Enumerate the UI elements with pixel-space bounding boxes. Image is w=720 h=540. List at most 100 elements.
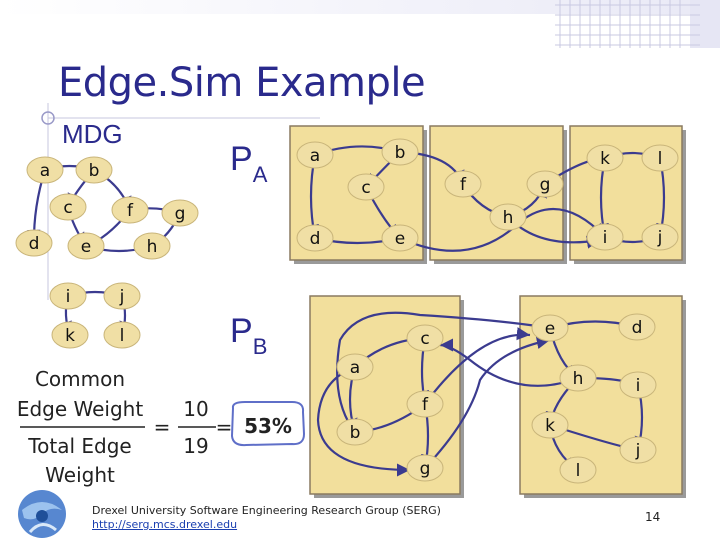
- mdg-node-b: b: [75, 156, 113, 184]
- edge-pb-b-e: [336, 311, 551, 433]
- slide-title: Edge.Sim Example: [58, 60, 426, 106]
- mdg-node-label: d: [29, 234, 40, 254]
- pb-node-label: d: [632, 318, 643, 338]
- mdg-node-label: c: [63, 198, 72, 218]
- mdg-node-label: h: [147, 237, 158, 257]
- pa-node-d: d: [296, 224, 334, 252]
- edge-pb-g-e: [424, 336, 551, 469]
- pb-node-k: k: [531, 411, 569, 439]
- formula-line2b: Weight: [45, 463, 115, 487]
- pb-node-label: b: [350, 423, 361, 443]
- formula: Common Edge Weight Total Edge Weight = 1…: [17, 367, 306, 487]
- pa-letter: P: [230, 140, 253, 178]
- pb-node-label: j: [635, 441, 641, 461]
- formula-result: 53%: [244, 414, 292, 438]
- pb-node-label: c: [420, 329, 429, 349]
- mdg-node-label: b: [89, 161, 100, 181]
- pa-subscript: A: [253, 162, 268, 187]
- pa-node-label: b: [395, 143, 406, 163]
- result-bubble: [230, 401, 306, 447]
- edge-pb-a-g: [316, 365, 411, 477]
- pa-node-e: e: [381, 224, 419, 252]
- pb-node-j: j: [619, 436, 657, 464]
- mdg-node-label: g: [175, 204, 186, 224]
- footer-link-rest[interactable]: //serg.mcs.drexel.edu: [118, 518, 238, 531]
- pb-node-c: c: [406, 324, 444, 352]
- mdg-node-label: e: [81, 237, 91, 257]
- mdg-node-label: i: [66, 287, 71, 307]
- formula-line1a: Common: [35, 367, 125, 391]
- pa-node-i: i: [586, 223, 624, 251]
- pb-node-l: l: [559, 456, 597, 484]
- mdg-node-k: k: [51, 321, 89, 349]
- pa-node-k: k: [586, 144, 624, 172]
- formula-equals-2: =: [216, 415, 233, 439]
- serg-logo: [18, 490, 66, 538]
- pb-node-d: d: [618, 313, 656, 341]
- mdg-node-e: e: [67, 232, 105, 260]
- formula-denominator: 19: [183, 434, 208, 458]
- pb-node-b: b: [336, 418, 374, 446]
- page-number: 14: [645, 510, 661, 524]
- pa-node-label: i: [603, 228, 608, 248]
- mdg-node-l: l: [103, 321, 141, 349]
- mdg-node-j: j: [103, 282, 141, 310]
- pb-subscript: B: [253, 334, 268, 359]
- pb-node-h: h: [559, 364, 597, 392]
- footer-link-prefix[interactable]: http:: [92, 518, 119, 531]
- mdg-node-g: g: [161, 199, 199, 227]
- pb-node-label: h: [573, 369, 584, 389]
- header-decoration: [0, 0, 720, 300]
- pb-node-label: k: [545, 416, 555, 436]
- pa-node-label: g: [540, 175, 551, 195]
- pa-label: PA: [230, 140, 268, 187]
- footer: Drexel University Software Engineering R…: [92, 504, 441, 532]
- pb-node-e: e: [531, 314, 569, 342]
- pa-node-h: h: [489, 203, 527, 231]
- pa-node-label: a: [310, 146, 320, 166]
- pb-letter: P: [230, 312, 253, 350]
- pb-node-a: a: [336, 353, 374, 381]
- edge-pb-f-e: [424, 327, 531, 405]
- pa-node-label: h: [503, 208, 514, 228]
- pa-node-label: e: [395, 229, 405, 249]
- mdg-node-label: a: [40, 161, 50, 181]
- footer-org: Drexel University Software Engineering R…: [92, 504, 441, 517]
- mdg-node-label: f: [127, 201, 134, 221]
- pa-node-label: d: [310, 229, 321, 249]
- pb-node-label: l: [576, 461, 581, 481]
- pa-node-label: k: [600, 149, 610, 169]
- pa-node-a: a: [296, 141, 334, 169]
- formula-line1b: Edge Weight: [17, 397, 144, 421]
- pb-node-i: i: [619, 371, 657, 399]
- pb-node-label: a: [350, 358, 360, 378]
- formula-equals-1: =: [154, 415, 171, 439]
- pb-node-label: i: [636, 376, 641, 396]
- pa-node-g: g: [526, 170, 564, 198]
- pa-node-b: b: [381, 138, 419, 166]
- mdg-node-h: h: [133, 232, 171, 260]
- pa-node-j: j: [641, 223, 679, 251]
- mdg-node-a: a: [26, 156, 64, 184]
- pa-node-label: c: [361, 178, 370, 198]
- pb-label: PB: [230, 312, 267, 359]
- pb-node-label: f: [422, 395, 429, 415]
- mdg-node-label: j: [119, 287, 125, 307]
- edge-pb-h-c: [439, 338, 579, 387]
- pa-node-c: c: [347, 173, 385, 201]
- mdg-node-f: f: [111, 196, 149, 224]
- mdg-node-i: i: [49, 282, 87, 310]
- pa-node-label: j: [657, 228, 663, 248]
- mdg-node-d: d: [15, 229, 53, 257]
- pb-node-f: f: [406, 390, 444, 418]
- footer-link[interactable]: http://serg.mcs.drexel.edu: [92, 518, 441, 532]
- mdg-node-label: l: [120, 326, 125, 346]
- pb-node-g: g: [406, 454, 444, 482]
- mdg-label: MDG: [62, 119, 123, 149]
- formula-line2a: Total Edge: [27, 434, 131, 458]
- pa-node-label: f: [460, 175, 467, 195]
- mdg-node-label: k: [65, 326, 75, 346]
- formula-numerator: 10: [183, 397, 208, 421]
